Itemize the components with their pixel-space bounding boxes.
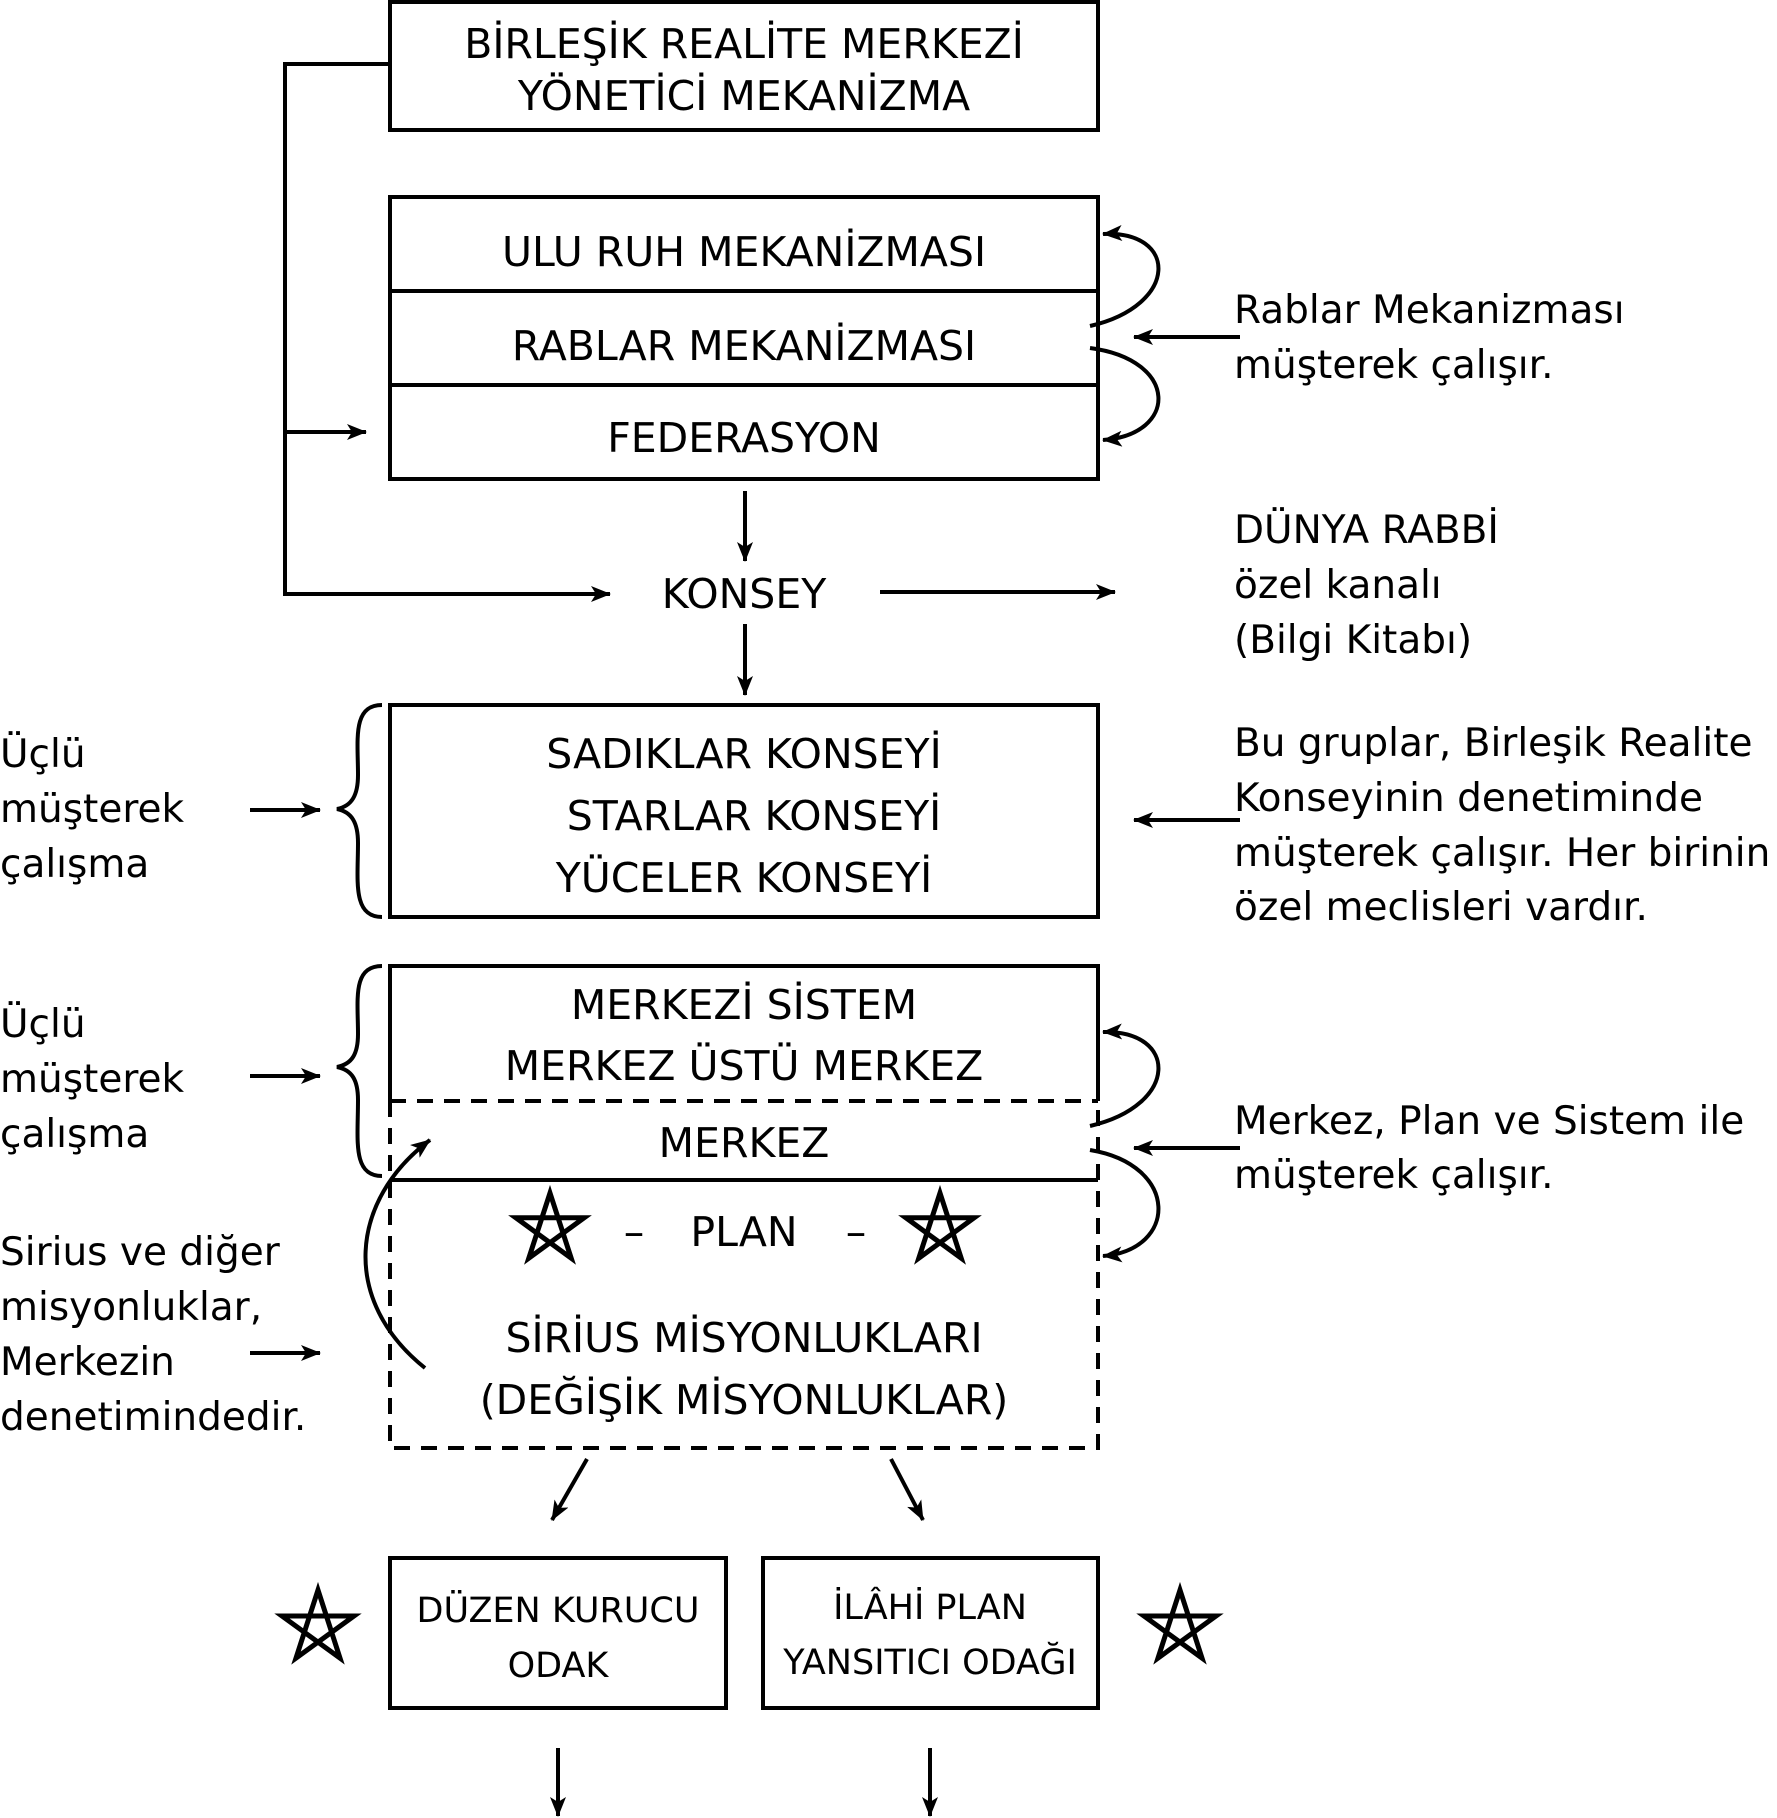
merkez-label: MERKEZ — [659, 1119, 830, 1167]
rablar-note: Rablar Mekanizması müşterek çalışır. — [1234, 288, 1625, 388]
dunya-rabbi-line1: DÜNYA RABBİ — [1234, 507, 1499, 553]
star-icon — [898, 1184, 982, 1265]
curved-arrow-icon — [1089, 1148, 1161, 1263]
dunya-rabbi-line2: özel kanalı — [1234, 563, 1442, 608]
left-note-2-line3: çalışma — [0, 1112, 149, 1157]
dunya-rabbi-note: DÜNYA RABBİ özel kanalı (Bilgi Kitabı) — [1234, 507, 1499, 663]
rablar-label: RABLAR MEKANİZMASI — [512, 322, 976, 370]
top-box-line2: YÖNETİCİ MEKANİZMA — [517, 72, 970, 120]
councils-box: SADIKLAR KONSEYİ STARLAR KONSEYİ YÜCELER… — [388, 703, 1100, 919]
left-note-1-line3: çalışma — [0, 842, 149, 887]
arrow-icon — [550, 1458, 589, 1521]
plan-dash-left: – — [624, 1208, 645, 1256]
curved-arrow-icon — [1089, 346, 1161, 447]
star-icon — [508, 1184, 592, 1265]
councils-note-line1: Bu gruplar, Birleşik Realite — [1234, 721, 1752, 766]
focus-left-box: DÜZEN KURUCU ODAK — [388, 1556, 728, 1710]
focus-right-box: İLÂHİ PLAN YANSITICI ODAĞI — [761, 1556, 1100, 1710]
konsey-label: KONSEY — [662, 570, 828, 618]
federasyon-label: FEDERASYON — [607, 414, 881, 462]
curved-arrow-icon — [363, 1138, 432, 1370]
rablar-note-line2: müşterek çalışır. — [1234, 343, 1553, 388]
rablar-note-line1: Rablar Mekanizması — [1234, 288, 1625, 333]
ulu-ruh-label: ULU RUH MEKANİZMASI — [502, 228, 986, 276]
merkezi-sistem-label: MERKEZİ SİSTEM — [571, 981, 917, 1029]
councils-note-line2: Konseyinin denetiminde — [1234, 776, 1703, 821]
councils-note: Bu gruplar, Birleşik Realite Konseyinin … — [1234, 721, 1770, 930]
focus-left-line2: ODAK — [508, 1646, 610, 1686]
left-note-1: Üçlü müşterek çalışma — [0, 731, 184, 887]
councils-note-line4: özel meclisleri vardır. — [1234, 885, 1648, 930]
left-note-2-line1: Üçlü — [0, 1001, 86, 1047]
sirius-note-line4: denetimindedir. — [0, 1395, 306, 1440]
top-box: BİRLEŞİK REALİTE MERKEZİ YÖNETİCİ MEKANİ… — [388, 0, 1100, 132]
sirius-label: SİRİUS MİSYONLUKLARI — [505, 1314, 982, 1362]
focus-right-line1: İLÂHİ PLAN — [833, 1586, 1027, 1628]
yuceler-label: YÜCELER KONSEYİ — [555, 854, 933, 902]
curly-brace-icon — [336, 703, 383, 919]
curly-brace-icon — [336, 964, 383, 1178]
councils-note-line3: müşterek çalışır. Her birinin — [1234, 831, 1770, 876]
mechanism-stack: ULU RUH MEKANİZMASI RABLAR MEKANİZMASI F… — [388, 195, 1100, 481]
focus-left-frame — [388, 1556, 728, 1710]
mechanism-stack-frame — [388, 195, 1100, 481]
degisik-label: (DEĞİŞİK MİSYONLUKLAR) — [480, 1376, 1009, 1424]
sirius-note-line2: misyonluklar, — [0, 1285, 262, 1330]
merkez-note: Merkez, Plan ve Sistem ile müşterek çalı… — [1234, 1099, 1744, 1198]
system-box-solid-frame — [388, 964, 1100, 1101]
left-note-2: Üçlü müşterek çalışma — [0, 1001, 184, 1157]
sadiklar-label: SADIKLAR KONSEYİ — [546, 730, 941, 778]
starlar-label: STARLAR KONSEYİ — [567, 792, 941, 840]
sirius-note: Sirius ve diğer misyonluklar, Merkezin d… — [0, 1230, 306, 1440]
top-box-connector — [283, 62, 611, 602]
dunya-rabbi-line3: (Bilgi Kitabı) — [1234, 618, 1472, 663]
left-note-1-line1: Üçlü — [0, 731, 86, 777]
top-box-line1: BİRLEŞİK REALİTE MERKEZİ — [464, 20, 1024, 68]
arrow-icon — [889, 1458, 925, 1521]
focus-right-line2: YANSITICI ODAĞI — [782, 1641, 1077, 1683]
plan-label: PLAN — [690, 1208, 797, 1256]
curved-arrow-icon — [1089, 225, 1161, 328]
merkez-note-line2: müşterek çalışır. — [1234, 1153, 1553, 1198]
merkez-ustu-label: MERKEZ ÜSTÜ MERKEZ — [505, 1042, 983, 1090]
merkez-note-line1: Merkez, Plan ve Sistem ile — [1234, 1099, 1744, 1144]
left-note-1-line2: müşterek — [0, 787, 184, 832]
arrow-icon — [283, 62, 611, 602]
focus-left-line1: DÜZEN KURUCU — [417, 1589, 700, 1631]
system-box: MERKEZİ SİSTEM MERKEZ ÜSTÜ MERKEZ MERKEZ… — [388, 964, 1100, 1450]
left-note-2-line2: müşterek — [0, 1057, 184, 1102]
curved-arrow-icon — [1089, 1023, 1161, 1128]
focus-right-frame — [761, 1556, 1100, 1710]
councils-box-frame — [388, 703, 1100, 919]
star-icon — [1136, 1581, 1224, 1665]
star-icon — [274, 1581, 362, 1665]
plan-dash-right: – — [846, 1208, 867, 1256]
system-box-dashed-frame — [388, 1101, 1100, 1450]
sirius-note-line3: Merkezin — [0, 1340, 175, 1385]
sirius-note-line1: Sirius ve diğer — [0, 1230, 281, 1275]
